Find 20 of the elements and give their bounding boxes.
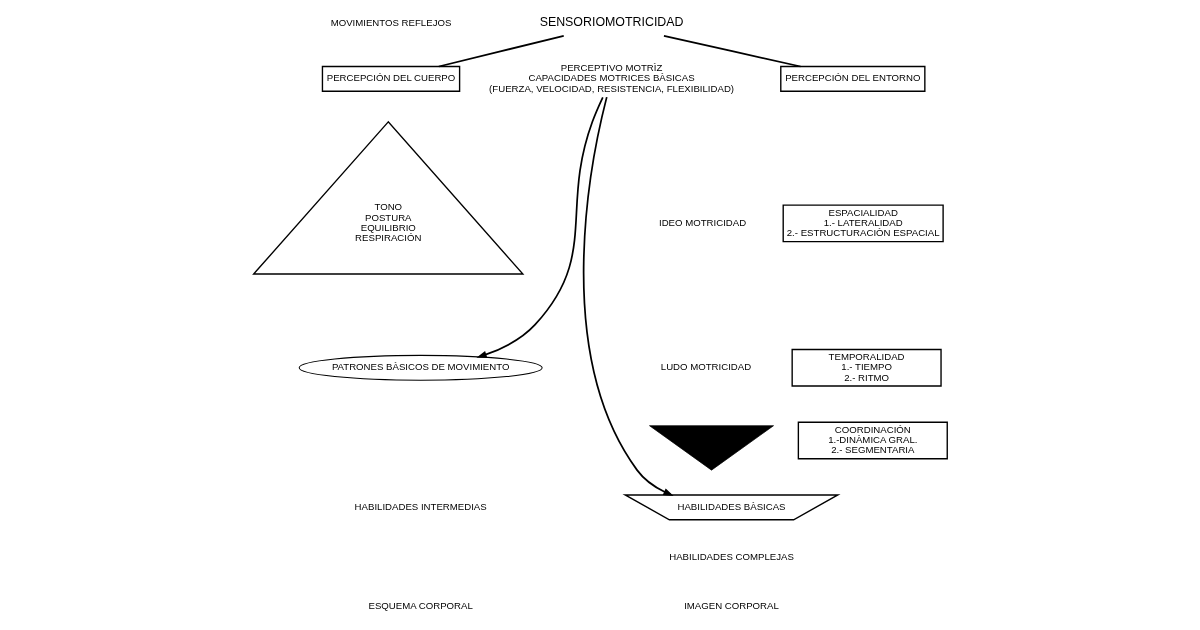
node-triangle xyxy=(648,425,774,471)
label: IDEO MOTRICIDAD xyxy=(658,216,746,228)
label: HABILIDADES INTERMEDIAS xyxy=(354,500,487,512)
arrow xyxy=(475,96,604,358)
connector xyxy=(662,34,801,68)
node-box: TEMPORALIDAD 1.- TIEMPO 2.- RITMO xyxy=(790,348,942,387)
label: HABILIDADES COMPLEJAS xyxy=(668,550,794,562)
node-box: ESPACIALIDAD 1.- LATERALIDAD 2.- ESTRUCTURACIÒN ESPACIAL xyxy=(782,204,944,243)
arrow xyxy=(582,96,674,496)
node-text: PERCEPTIVO MOTRÌZ CAPACIDADES MOTRICES BÀSICAS (FUERZA, VELOCIDAD, RESISTENCIA, FLEXIBILIDAD) xyxy=(488,62,734,94)
label: MOVIMIENTOS REFLEJOS xyxy=(330,16,451,28)
label: ESQUEMA CORPORAL xyxy=(368,600,473,612)
node-text: SENSORIOMOTRICIDAD xyxy=(539,15,684,30)
node-ellipse: PATRONES BÀSICOS DE MOVIMIENTO xyxy=(298,354,543,381)
label: LUDO MOTRICIDAD xyxy=(660,361,751,373)
node-box: PERCEPCIÓN DEL ENTORNO xyxy=(779,65,926,92)
label: IMAGEN CORPORAL xyxy=(683,600,779,612)
node-box: PERCEPCIÓN DEL CUERPO xyxy=(321,65,460,92)
node-box: COORDINACIÓN 1.-DINÀMICA GRAL. 2.- SEGMENTARIA xyxy=(797,421,948,460)
connector xyxy=(437,34,565,68)
